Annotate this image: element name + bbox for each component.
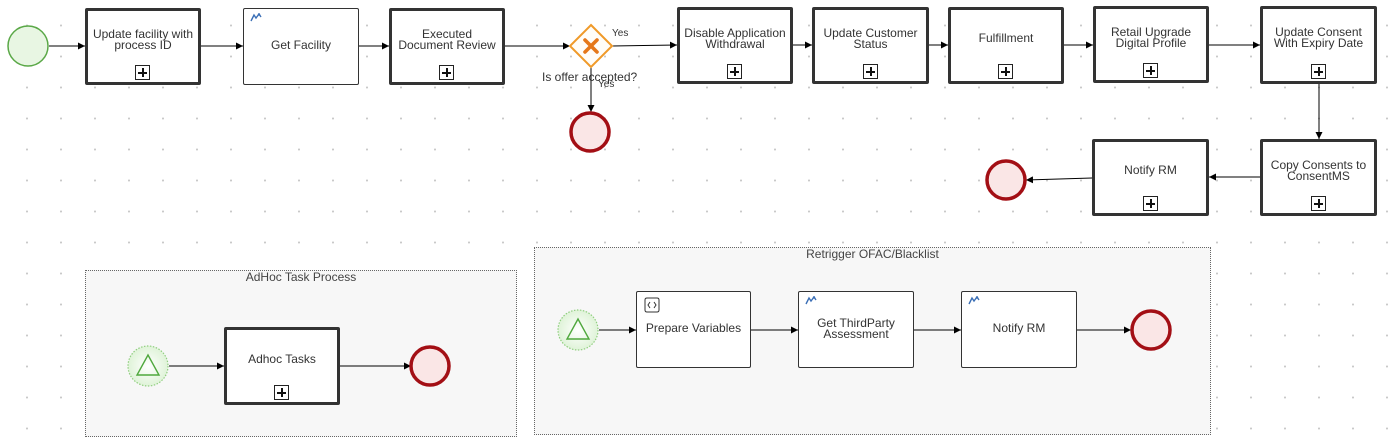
plus-square-icon[interactable] (1143, 63, 1158, 78)
task-get-facility[interactable]: Get Facility (243, 8, 359, 85)
gateway-yes-down-label: Yes (598, 79, 615, 90)
task-fulfillment[interactable]: Fulfillment (948, 7, 1064, 84)
task-disable-application-withdrawal[interactable]: Disable Application Withdrawal (677, 7, 793, 84)
task-retail-upgrade-digital-profile[interactable]: Retail Upgrade Digital Profile (1093, 6, 1209, 83)
task-adhoc-tasks-label: Adhoc Tasks (248, 351, 316, 366)
end-event-offer-declined[interactable] (569, 111, 611, 153)
task-get-thirdparty-assessment[interactable]: Get ThirdParty Assessment (798, 291, 914, 368)
edge-gateway-to-disable-withdrawal[interactable] (611, 41, 678, 49)
task-executed-document-review-label: Executed Document Review (398, 26, 496, 52)
end-event-main[interactable] (985, 159, 1027, 201)
plus-square-icon[interactable] (135, 65, 150, 80)
task-update-consent-expiry-label: Update Consent With Expiry Date (1273, 25, 1364, 50)
retrigger-subprocess-title: Retrigger OFAC/Blacklist (806, 247, 939, 261)
task-update-customer-status[interactable]: Update Customer Status (812, 7, 929, 84)
task-adhoc-tasks[interactable]: Adhoc Tasks (224, 327, 340, 405)
plus-square-icon[interactable] (998, 64, 1013, 79)
task-executed-document-review[interactable]: Executed Document Review (389, 8, 505, 85)
script-icon (644, 297, 660, 313)
task-notify-rm[interactable]: Notify RM (1092, 139, 1209, 216)
plus-square-icon[interactable] (862, 64, 878, 79)
gear-icon (250, 13, 262, 22)
task-update-customer-status-label: Update Customer Status (823, 25, 918, 51)
task-copy-consents[interactable]: Copy Consents to ConsentMS (1260, 139, 1377, 216)
exclusive-gateway[interactable] (568, 23, 614, 69)
task-update-facility[interactable]: Update facility with process ID (85, 8, 201, 85)
gear-icon (805, 296, 817, 305)
task-update-consent-expiry[interactable]: Update Consent With Expiry Date (1260, 6, 1377, 84)
plus-square-icon[interactable] (439, 65, 454, 80)
task-retrigger-notify-rm[interactable]: Notify RM (961, 291, 1077, 368)
exclusive-x-icon (583, 38, 599, 54)
task-prepare-variables[interactable]: Prepare Variables (636, 291, 751, 368)
plus-square-icon[interactable] (727, 64, 742, 79)
adhoc-subprocess-title: AdHoc Task Process (245, 270, 357, 284)
task-disable-application-withdrawal-label: Disable Application Withdrawal (684, 25, 786, 51)
plus-square-icon[interactable] (1310, 64, 1326, 79)
triangle-icon (135, 353, 161, 376)
triangle-icon (565, 317, 591, 340)
task-retrigger-notify-rm-label: Notify RM (992, 321, 1046, 335)
plus-square-icon[interactable] (274, 385, 289, 400)
task-prepare-variables-label: Prepare Variables (645, 321, 742, 335)
plus-square-icon[interactable] (1142, 196, 1158, 211)
retrigger-start-event[interactable] (557, 309, 599, 351)
plus-square-icon[interactable] (1310, 196, 1326, 211)
start-event[interactable] (7, 25, 49, 67)
task-copy-consents-label: Copy Consents to ConsentMS (1270, 157, 1367, 183)
adhoc-start-event[interactable] (127, 345, 169, 387)
gear-icon (968, 296, 980, 305)
task-get-thirdparty-assessment-label: Get ThirdParty Assessment (817, 315, 895, 341)
task-retail-upgrade-digital-profile-label: Retail Upgrade Digital Profile (1110, 24, 1192, 50)
gateway-yes-right-label: Yes (612, 28, 629, 39)
edge-notify-rm-to-end[interactable] (1025, 176, 1093, 184)
retrigger-end-event[interactable] (1130, 309, 1172, 351)
task-get-facility-label: Get Facility (270, 38, 331, 52)
task-update-facility-label: Update facility with process ID (92, 26, 194, 52)
adhoc-end-event[interactable] (409, 345, 451, 387)
gateway-label: Is offer accepted? (542, 70, 638, 84)
task-notify-rm-label: Notify RM (1124, 163, 1177, 177)
task-fulfillment-label: Fulfillment (978, 31, 1034, 45)
